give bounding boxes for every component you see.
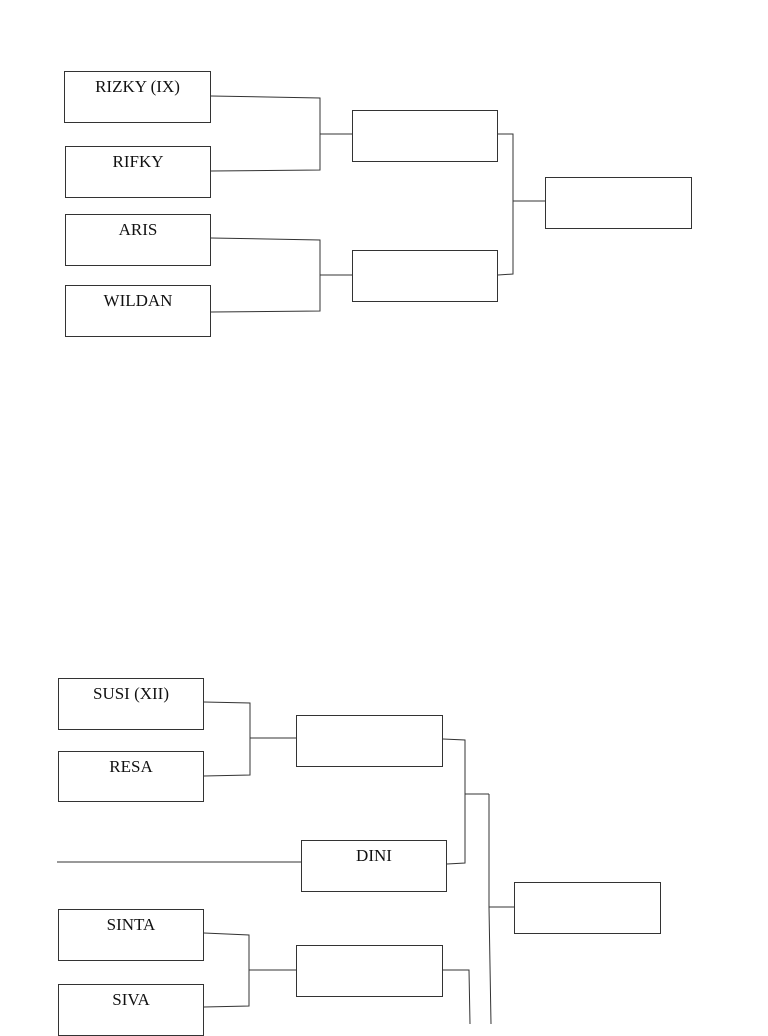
connector-final-bottom-vert [488,794,492,1024]
connector-semi2-final [497,201,514,276]
player-name: SINTA [106,915,156,934]
connector-semi2b-out [443,969,471,1024]
player-name: SUSI (XII) [92,684,170,703]
connector-semi1-final [498,133,514,201]
connector-sinta [203,932,250,970]
player-name: ARIS [118,220,158,239]
player-box-wildan: WILDAN [65,285,211,337]
final-box-bottom [514,882,661,934]
connector-rizky [210,95,321,134]
semifinal-box-bottom-2 [296,945,443,997]
connector-rifky [210,134,321,172]
player-name: WILDAN [103,291,173,310]
connector-susi [203,701,251,738]
player-box-dini: DINI [301,840,447,892]
connector-semi1b-out [442,738,466,865]
player-name: DINI [356,846,392,865]
player-name: RESA [109,757,153,776]
player-name: SIVA [112,990,150,1009]
semifinal-box-bottom-1 [296,715,443,767]
player-box-siva: SIVA [58,984,204,1036]
connector-wildan [210,275,321,313]
player-box-sinta: SINTA [58,909,204,961]
player-box-susi: SUSI (XII) [58,678,204,730]
semifinal-box-1 [352,110,498,162]
player-name: RIFKY [112,152,164,171]
connector-resa [203,738,251,777]
player-box-rifky: RIFKY [65,146,211,198]
player-box-resa: RESA [58,751,204,802]
connector-aris [210,237,321,275]
semifinal-box-2 [352,250,498,302]
final-box [545,177,692,229]
player-box-aris: ARIS [65,214,211,266]
player-name: RIZKY (IX) [95,77,180,96]
player-box-rizky: RIZKY (IX) [64,71,211,123]
connector-siva [203,970,250,1008]
